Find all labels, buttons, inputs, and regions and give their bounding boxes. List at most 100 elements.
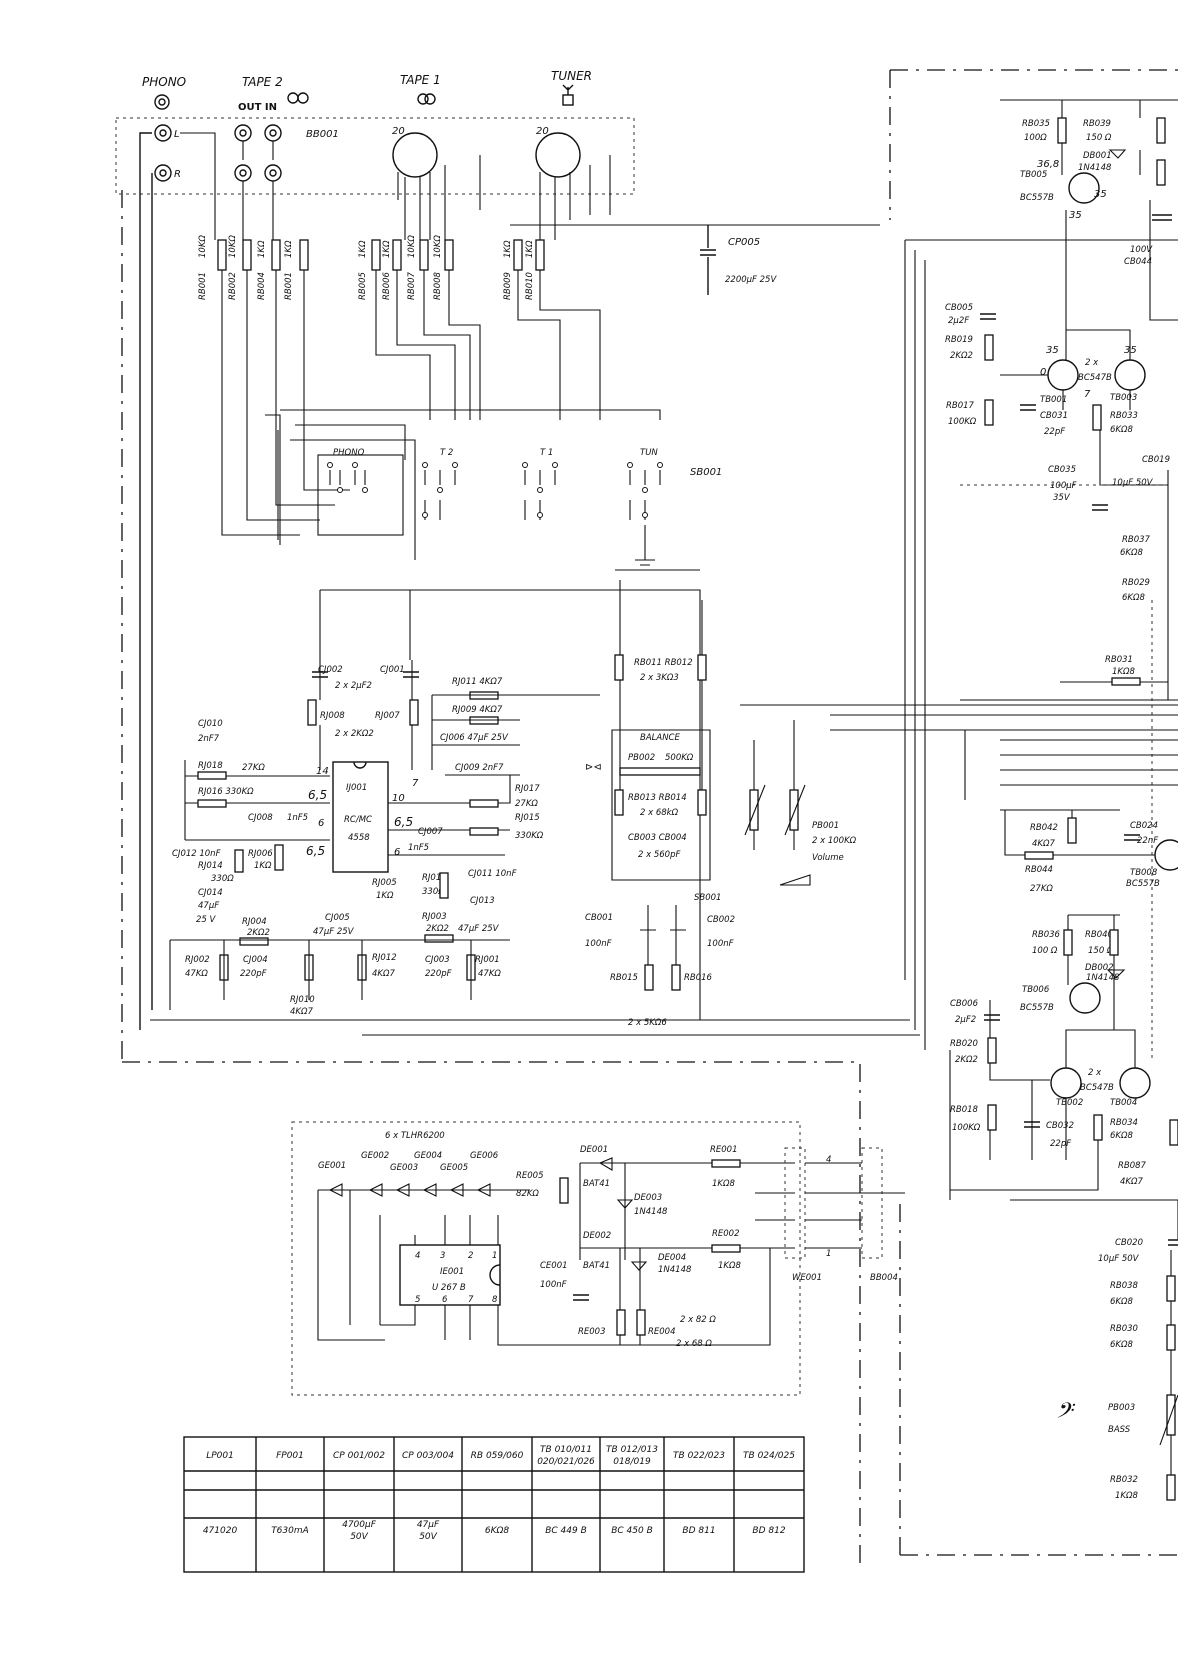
svg-text:RJ010: RJ010 <box>290 995 315 1005</box>
ic-ij001 <box>332 761 389 873</box>
svg-text:TB002: TB002 <box>1056 1098 1083 1108</box>
svg-text:GE006: GE006 <box>470 1151 499 1161</box>
signal-bus <box>740 239 1178 1050</box>
sel-tun-label: TUN <box>640 448 658 458</box>
svg-text:6KΩ8: 6KΩ8 <box>1110 1340 1133 1350</box>
svg-text:GE003: GE003 <box>390 1163 418 1173</box>
table-header-cell: TB 024/025 <box>743 1451 795 1461</box>
svg-text:GE002: GE002 <box>361 1151 389 1161</box>
rb009-value: 1KΩ <box>503 240 513 258</box>
svg-text:1: 1 <box>492 1251 497 1261</box>
svg-text:6KΩ8: 6KΩ8 <box>1110 1131 1133 1141</box>
svg-text:2 x: 2 x <box>1088 1068 1102 1078</box>
rca-tape2-2-icon <box>264 124 282 142</box>
svg-text:2 x 560pF: 2 x 560pF <box>638 850 680 860</box>
svg-text:2 x 5KΩ6: 2 x 5KΩ6 <box>628 1018 667 1028</box>
table-value-cell: BC 450 B <box>611 1526 653 1536</box>
rb010-name: RB010 <box>525 272 535 300</box>
svg-text:RJ005: RJ005 <box>372 878 397 888</box>
svg-text:27KΩ: 27KΩ <box>242 763 265 773</box>
bass-label: BASS <box>1108 1425 1131 1435</box>
svg-text:6: 6 <box>394 847 400 858</box>
svg-text:CB031: CB031 <box>1040 411 1068 421</box>
table-value-cell: 4700µF <box>342 1520 377 1530</box>
svg-text:RB035: RB035 <box>1022 119 1050 129</box>
svg-text:RB033: RB033 <box>1110 411 1138 421</box>
rb006-name: RB006 <box>382 271 392 300</box>
connector-bb004 <box>861 1147 883 1259</box>
cp005-value: 2200µF 25V <box>725 275 777 285</box>
rb007-name: RB007 <box>407 271 417 300</box>
rca-tape2-4-icon <box>264 164 282 182</box>
rb006-value: 1KΩ <box>382 240 392 258</box>
cp005-name: CP005 <box>728 237 760 248</box>
svg-text:2 x 82 Ω: 2 x 82 Ω <box>680 1315 716 1325</box>
svg-text:CB019: CB019 <box>1142 455 1170 465</box>
rb008-value: 10KΩ <box>433 235 443 258</box>
led-panel-title: 6 x TLHR6200 <box>385 1131 445 1141</box>
input-selector-switch: PHONO T 2 T 1 TUN SB001 <box>317 448 722 1020</box>
input-resistors: RB001 10KΩ RB002 10KΩ RB004 1KΩ RB001 1K… <box>198 225 777 560</box>
rb001a-name: RB001 <box>198 272 208 300</box>
tb005-transistor-icon <box>1068 172 1100 204</box>
table-value-cell: 50V <box>350 1532 368 1542</box>
svg-text:CJ011 10nF: CJ011 10nF <box>468 869 517 879</box>
svg-text:RJ018: RJ018 <box>198 761 223 771</box>
svg-text:2µ2F: 2µ2F <box>948 316 969 326</box>
input-section: PHONO TAPE 2 OUT IN TAPE 1 TUNER BB001 L… <box>139 69 880 1030</box>
svg-text:RB042: RB042 <box>1030 823 1058 833</box>
tuner-label: TUNER <box>551 69 592 83</box>
svg-text:RJ001: RJ001 <box>475 955 500 965</box>
rca-l-icon <box>154 124 172 142</box>
table-value-cell: 471020 <box>203 1526 238 1536</box>
rb009-name: RB009 <box>503 272 513 300</box>
svg-text:RB087: RB087 <box>1118 1161 1147 1171</box>
rca-r-icon <box>154 164 172 182</box>
svg-text:100µF: 100µF <box>1050 481 1077 491</box>
svg-text:1N4148: 1N4148 <box>634 1207 668 1217</box>
tape1-label: TAPE 1 <box>400 73 441 87</box>
svg-text:RB040: RB040 <box>1085 930 1113 940</box>
svg-text:2 x 68 Ω: 2 x 68 Ω <box>676 1339 712 1349</box>
power-amp-lower: RB042 4KΩ7 CB024 22nF RB044 27KΩ TB008 B… <box>949 810 1178 1200</box>
table-header-cell: TB 022/023 <box>673 1451 725 1461</box>
svg-text:1: 1 <box>826 1249 831 1259</box>
socket-label: BB001 <box>306 129 339 140</box>
svg-text:BB004: BB004 <box>870 1273 898 1283</box>
sel-phono-label: PHONO <box>333 448 365 458</box>
svg-text:35: 35 <box>1069 210 1082 221</box>
svg-text:4558: 4558 <box>348 833 370 843</box>
svg-text:CJ005: CJ005 <box>325 913 350 923</box>
table-value-cell: T630mA <box>271 1526 309 1536</box>
svg-text:RJ014: RJ014 <box>198 861 223 871</box>
svg-text:2KΩ2: 2KΩ2 <box>950 351 973 361</box>
svg-text:BAT41: BAT41 <box>583 1261 610 1271</box>
svg-text:4: 4 <box>826 1155 831 1165</box>
svg-text:2 x 68kΩ: 2 x 68kΩ <box>640 808 679 818</box>
svg-text:CJ006 47µF 25V: CJ006 47µF 25V <box>440 733 509 743</box>
svg-text:4KΩ7: 4KΩ7 <box>372 969 395 979</box>
svg-text:BC547B: BC547B <box>1080 1083 1114 1093</box>
svg-text:330Ω: 330Ω <box>422 887 445 897</box>
svg-text:RB020: RB020 <box>950 1039 978 1049</box>
table-header-cell: FP001 <box>276 1451 304 1461</box>
svg-text:RE003: RE003 <box>578 1327 606 1337</box>
svg-text:CB032: CB032 <box>1046 1121 1074 1131</box>
svg-text:2 x 2KΩ2: 2 x 2KΩ2 <box>335 729 374 739</box>
svg-text:22pF: 22pF <box>1044 427 1065 437</box>
svg-text:BAT41: BAT41 <box>583 1179 610 1189</box>
svg-text:2 x 3KΩ3: 2 x 3KΩ3 <box>640 673 679 683</box>
svg-text:WE001: WE001 <box>792 1273 822 1283</box>
tape2-io-label: OUT IN <box>238 102 277 113</box>
svg-text:TB001: TB001 <box>1040 395 1067 405</box>
svg-text:4KΩ7: 4KΩ7 <box>1032 839 1055 849</box>
svg-text:L: L <box>174 129 180 140</box>
rb001a-value: 10KΩ <box>198 235 208 258</box>
svg-text:RJ013: RJ013 <box>422 873 447 883</box>
svg-text:RB034: RB034 <box>1110 1118 1138 1128</box>
svg-text:RJ007: RJ007 <box>375 711 400 721</box>
rb001b-name: RB001 <box>284 272 294 300</box>
table-header-cell: CP 001/002 <box>333 1451 385 1461</box>
svg-text:TB005: TB005 <box>1020 170 1047 180</box>
svg-text:RB038: RB038 <box>1110 1281 1139 1291</box>
